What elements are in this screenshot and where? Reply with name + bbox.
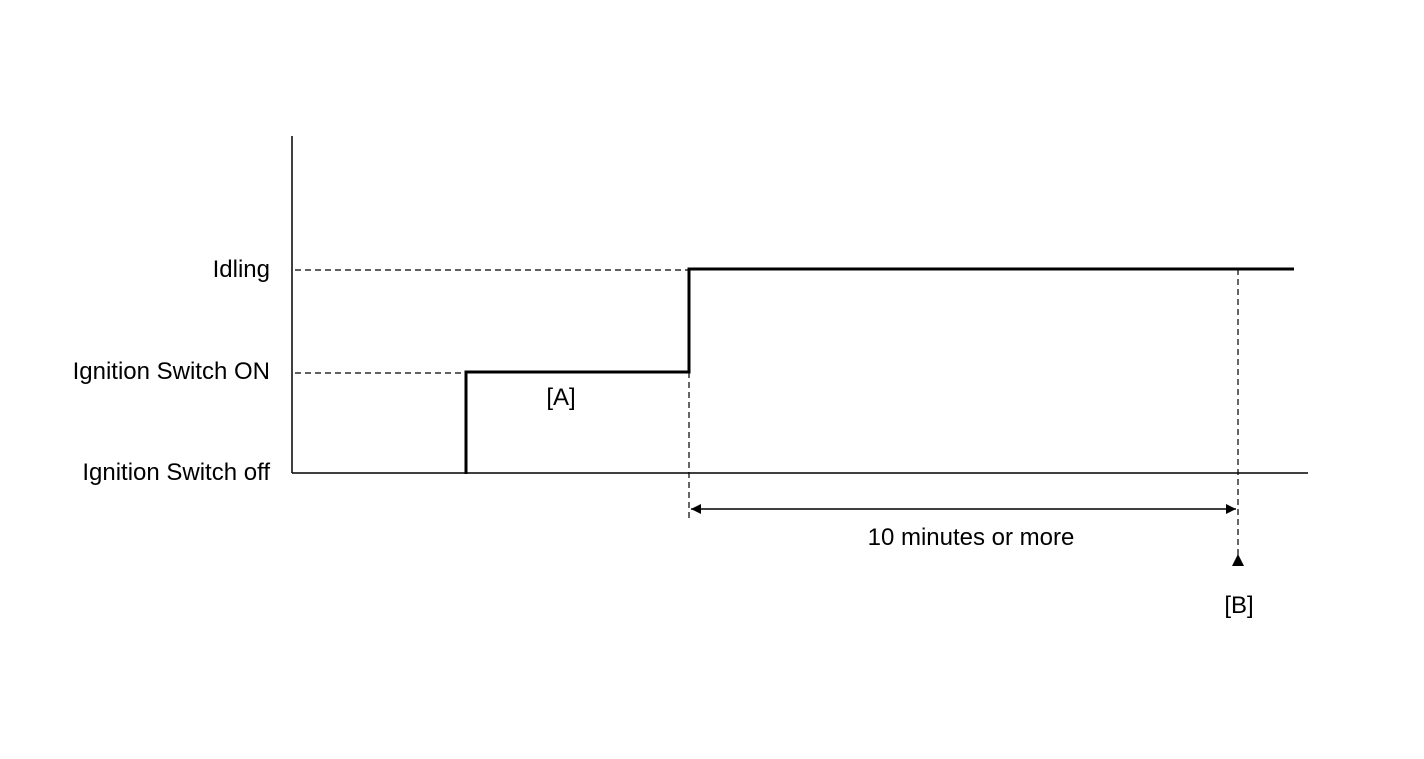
level-label-idling: Idling	[213, 256, 270, 283]
level-label-ignition-on: Ignition Switch ON	[73, 358, 270, 385]
marker-b-label: [B]	[1224, 592, 1253, 619]
signal-trace	[464, 267, 1294, 474]
duration-label: 10 minutes or more	[868, 524, 1075, 551]
marker-b-triangle-icon	[1232, 554, 1244, 566]
marker-a-label: [A]	[546, 384, 575, 411]
level-label-ignition-off: Ignition Switch off	[82, 459, 270, 486]
